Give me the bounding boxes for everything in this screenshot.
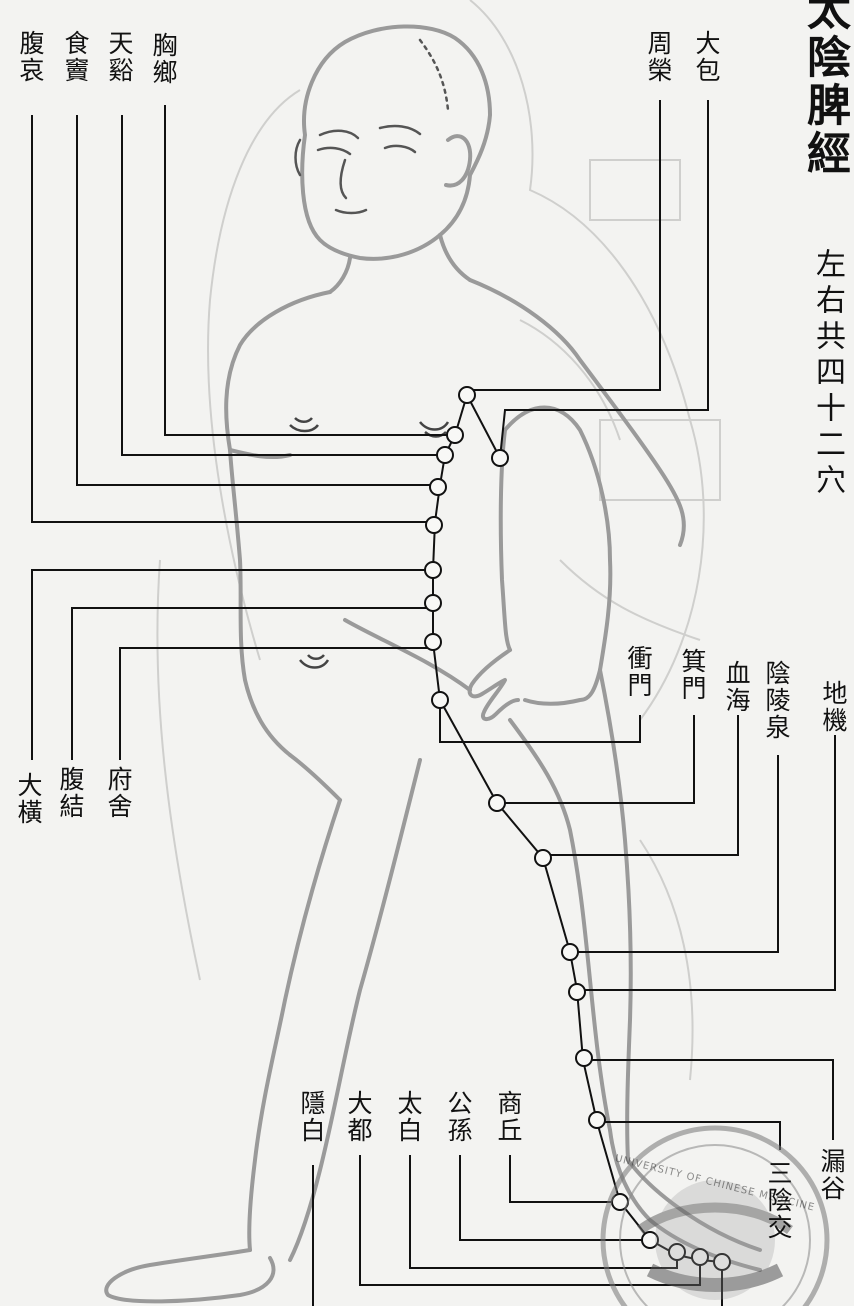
label-fujie: 腹結: [58, 766, 83, 820]
acupoint-tianxi: [437, 447, 453, 463]
label-yinbai: 隱白: [299, 1090, 324, 1144]
acupoint-lougu: [576, 1050, 592, 1066]
acupoint-zhourong: [459, 387, 475, 403]
label-shangqiu: 商丘: [496, 1090, 521, 1144]
acupoint-xuehai: [535, 850, 551, 866]
label-shidou: 食竇: [63, 30, 88, 84]
label-gongsun: 公孫: [446, 1090, 471, 1144]
label-yinlingquan: 陰陵泉: [764, 660, 789, 741]
acupoint-shidou: [430, 479, 446, 495]
label-taibai: 太白: [396, 1090, 421, 1144]
label-dadu: 大都: [346, 1090, 371, 1144]
label-chongmen: 衝門: [626, 645, 651, 699]
chart-subtitle: 左右共四十二穴: [812, 248, 842, 500]
acupoint-xiongxiang: [447, 427, 463, 443]
label-lougu: 漏谷: [819, 1148, 844, 1202]
acupoint-fushe: [425, 634, 441, 650]
label-fuai: 腹哀: [18, 30, 43, 84]
label-xiongxiang: 胸鄉: [151, 32, 176, 86]
label-diji: 地機: [821, 680, 846, 734]
label-dabao: 大包: [694, 30, 719, 84]
label-jimen: 箕門: [680, 648, 705, 702]
label-zhourong: 周榮: [646, 30, 671, 84]
figure-outline: [106, 26, 760, 1301]
acupoint-jimen: [489, 795, 505, 811]
label-tianxi: 天谿: [107, 30, 132, 84]
label-xuehai: 血海: [724, 660, 749, 714]
acupoint-yinlingquan: [562, 944, 578, 960]
ghost-figure: [157, 0, 720, 1080]
acupoint-chongmen: [432, 692, 448, 708]
acupoint-fuai: [426, 517, 442, 533]
library-stamp: [603, 1128, 827, 1306]
label-sanyinjiao: 三陰交: [766, 1160, 791, 1241]
label-daheng: 大橫: [16, 772, 41, 826]
acupoint-daheng: [425, 562, 441, 578]
acupoint-diji: [569, 984, 585, 1000]
label-fushe: 府舍: [106, 766, 131, 820]
chart-title: 太陰脾經: [802, 0, 846, 178]
acupoint-sanyinjiao: [589, 1112, 605, 1128]
acupoint-dabao: [492, 450, 508, 466]
acupoint-fujie: [425, 595, 441, 611]
